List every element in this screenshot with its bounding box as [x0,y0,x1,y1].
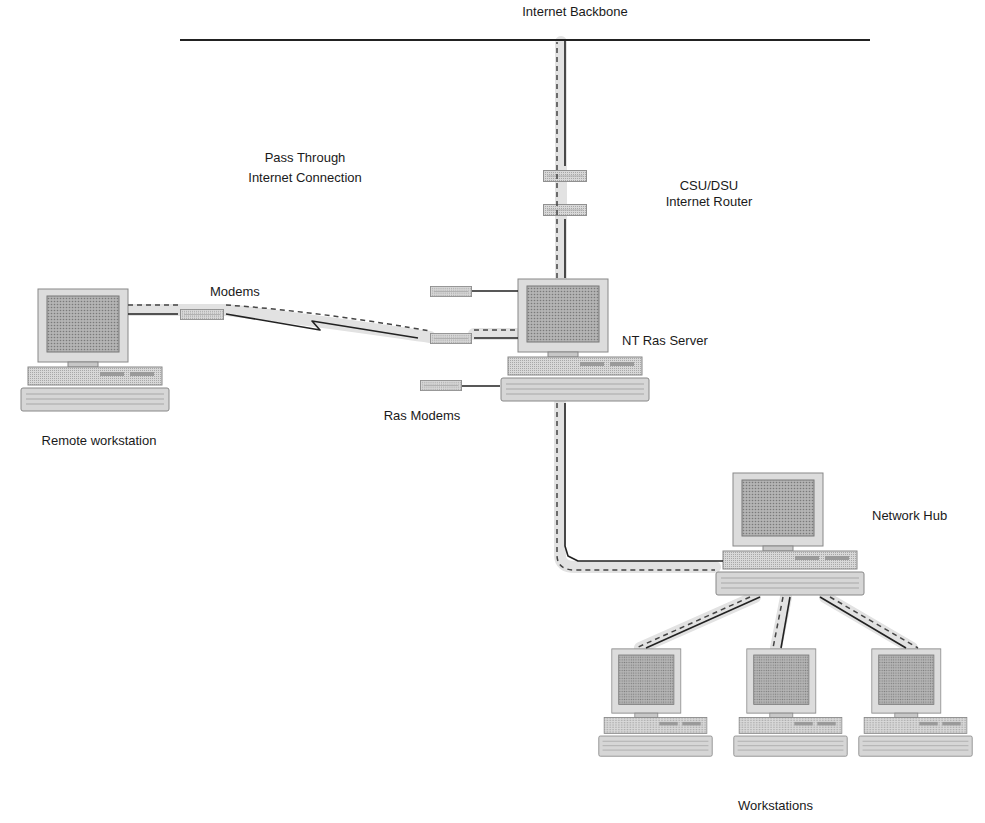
remote-modem: Modems [178,308,226,322]
network-hub: Network Hub [715,472,865,597]
remote-workstation: Remote workstation [20,288,170,413]
device-label: NT Ras Server [622,333,732,349]
pass-through-path [128,42,918,648]
device-label: Modems [210,284,280,300]
device-label: Ras Modems [362,408,482,424]
network-link [820,597,906,648]
device-label: Workstations [688,798,863,814]
note-text: Pass Through Internet Connection [246,148,364,188]
router-stack: CSU/DSU Internet Router [541,166,589,219]
workstation-computer [734,649,847,756]
modem-symbol [420,380,461,390]
network-link [781,597,790,648]
modem-wire [462,291,518,386]
connection-halo [130,42,912,648]
modem-symbol [430,333,471,343]
network-link [564,41,566,166]
network-link [646,597,760,648]
ras-server: NT Ras Server [500,278,650,403]
workstation-computer [599,649,712,756]
hub-computer [716,473,864,595]
device-label: Internet Backbone [515,4,635,20]
remote-computer [21,289,169,411]
connection-note: Pass Through Internet Connection [246,148,364,188]
modem-symbol [430,286,471,296]
network-link [474,337,518,339]
workstation-computer [859,649,972,756]
device-label: Remote workstation [4,433,194,449]
modem-symbol [181,309,224,319]
network-link [226,314,418,338]
device-label: CSU/DSU Internet Router [661,178,757,210]
network-link [564,219,566,278]
device-label: Network Hub [872,508,962,524]
router-symbol [544,205,587,216]
network-link [565,403,723,561]
csu-dsu-symbol [544,171,587,182]
ras-modem-stack: Ras Modems [418,282,474,395]
workstation-group: Workstations [598,648,973,758]
network-link [128,313,178,315]
backbone-line: Internet Backbone [180,39,870,41]
